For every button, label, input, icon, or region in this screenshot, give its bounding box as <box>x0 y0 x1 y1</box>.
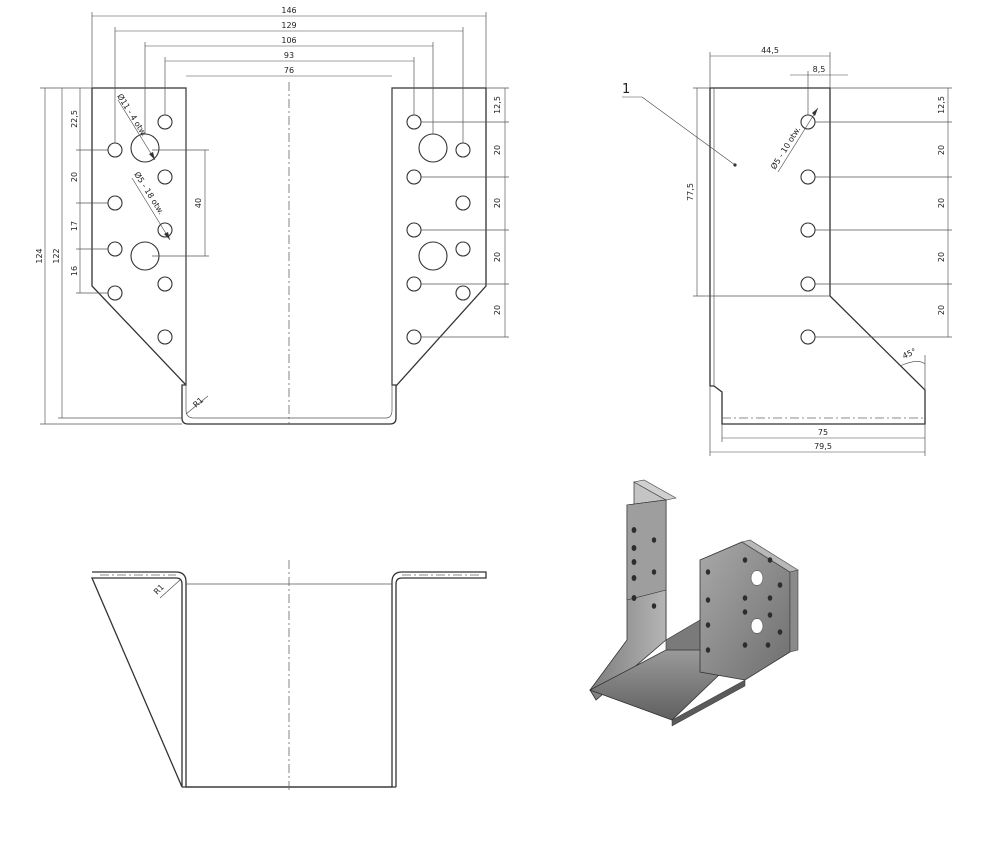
isometric-render <box>589 479 799 727</box>
front-left-holes <box>107 114 173 345</box>
svg-text:20: 20 <box>937 198 946 208</box>
dim-93: 93 <box>284 51 294 60</box>
svg-text:44,5: 44,5 <box>761 46 779 55</box>
top-view-outline <box>91 571 487 788</box>
svg-text:20: 20 <box>493 305 502 315</box>
front-width-dims: 146 129 106 93 76 <box>91 6 487 143</box>
svg-text:20: 20 <box>493 198 502 208</box>
svg-text:8,5: 8,5 <box>813 65 826 74</box>
front-left-spacing-dims: 22,5 20 17 16 <box>70 88 108 294</box>
svg-text:22,5: 22,5 <box>70 110 79 128</box>
dim-106: 106 <box>281 36 296 45</box>
dim-124: 124 <box>35 248 44 263</box>
front-right-spacing-dims: 12,5 20 20 20 20 <box>421 87 509 338</box>
front-right-holes <box>406 114 471 345</box>
svg-text:17: 17 <box>70 221 79 231</box>
top-view: R1 <box>91 560 487 790</box>
front-center-dim: 40 <box>152 149 209 257</box>
side-hole-label: Ø5 - 10 otw. <box>768 125 802 171</box>
part-number: 1 <box>622 82 630 97</box>
svg-text:79,5: 79,5 <box>814 442 832 451</box>
side-height-dim: 77,5 <box>686 87 830 297</box>
front-view: 146 129 106 93 76 124 122 22,5 20 17 1 <box>35 6 509 425</box>
dim-122: 122 <box>52 248 61 263</box>
front-height-dims: 124 122 <box>35 87 182 425</box>
svg-text:20: 20 <box>493 145 502 155</box>
svg-text:R1: R1 <box>191 396 205 410</box>
front-inner-channel <box>185 88 393 419</box>
svg-text:12,5: 12,5 <box>937 96 946 114</box>
svg-text:75: 75 <box>818 428 828 437</box>
svg-text:40: 40 <box>194 198 203 208</box>
dim-129: 129 <box>281 21 296 30</box>
side-holes <box>800 114 816 345</box>
side-right-spacing-dims: 12,5 20 20 20 20 <box>815 87 952 338</box>
svg-text:77,5: 77,5 <box>686 183 695 201</box>
svg-text:20: 20 <box>493 252 502 262</box>
svg-text:16: 16 <box>70 266 79 276</box>
side-view-outline <box>709 87 926 425</box>
front-radius-callout: R1 <box>185 396 209 415</box>
side-bottom-dims: 75 79,5 <box>709 386 926 456</box>
svg-text:12,5: 12,5 <box>493 96 502 114</box>
front-hole-callouts: Ø11 - 4 otw. Ø5 - 18 otw. <box>115 92 171 241</box>
hole-large-label: Ø11 - 4 otw. <box>115 92 149 138</box>
side-view: 1 44,5 8,5 77,5 Ø5 - 10 otw. <box>622 46 952 456</box>
svg-text:20: 20 <box>937 305 946 315</box>
side-top-dims: 44,5 8,5 <box>709 46 848 115</box>
part-number-callout: 1 <box>622 82 737 167</box>
dim-76: 76 <box>284 66 294 75</box>
svg-text:20: 20 <box>70 172 79 182</box>
svg-text:20: 20 <box>937 252 946 262</box>
dim-146: 146 <box>281 6 296 15</box>
front-view-outline <box>91 87 487 425</box>
svg-text:45°: 45° <box>901 347 918 361</box>
top-radius-callout: R1 <box>152 579 181 599</box>
svg-text:20: 20 <box>937 145 946 155</box>
